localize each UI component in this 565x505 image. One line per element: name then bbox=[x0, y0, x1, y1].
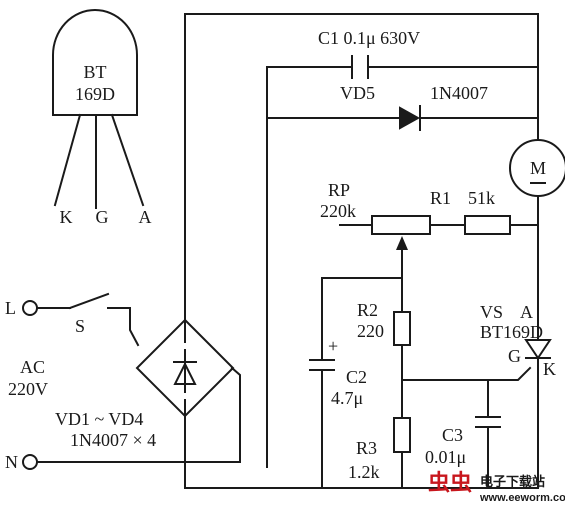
label-n: N bbox=[5, 452, 18, 472]
package-text-1: BT bbox=[83, 62, 106, 82]
pin-a-lead bbox=[110, 113, 145, 207]
label-c2: C2 bbox=[346, 367, 367, 387]
label-r3-value: 1.2k bbox=[348, 462, 380, 482]
label-vs: VS bbox=[480, 302, 503, 322]
terminal-l bbox=[22, 300, 38, 316]
terminal-n bbox=[22, 454, 38, 470]
label-c1: C1 0.1μ 630V bbox=[318, 28, 420, 48]
wire-c2-top bbox=[321, 277, 403, 361]
wire-n bbox=[37, 366, 241, 463]
label-motor: M bbox=[530, 158, 546, 178]
label-rp-value: 220k bbox=[320, 201, 356, 221]
label-vd5-part: 1N4007 bbox=[430, 83, 488, 103]
label-vs-gate: G bbox=[508, 346, 521, 366]
watermark-url: www.eeworm.com bbox=[479, 492, 565, 504]
transistor-package: BT 169D K G A bbox=[52, 9, 152, 227]
label-vs-anode: A bbox=[520, 302, 533, 322]
r3-body bbox=[393, 417, 411, 453]
label-vs-cathode: K bbox=[543, 359, 556, 379]
wire-gate bbox=[401, 366, 532, 381]
pin-g-label: G bbox=[96, 207, 109, 227]
rp-body bbox=[371, 215, 431, 235]
bridge-rectifier bbox=[135, 318, 235, 418]
package-text-2: 169D bbox=[75, 84, 115, 104]
pin-k-lead bbox=[53, 113, 82, 207]
label-rp: RP bbox=[328, 180, 350, 200]
wire-c1-left bbox=[266, 66, 353, 468]
label-vs-part: BT169D bbox=[480, 322, 543, 342]
rp-wiper-arrow bbox=[396, 236, 408, 250]
label-r2: R2 bbox=[357, 300, 378, 320]
wire-top-rail bbox=[184, 13, 539, 343]
label-r3: R3 bbox=[356, 438, 377, 458]
label-c3-value: 0.01μ bbox=[425, 447, 466, 467]
watermark: 虫虫 电子下载站 www.eeworm.com bbox=[428, 470, 565, 504]
pin-a-label: A bbox=[139, 207, 152, 227]
pin-k-label: K bbox=[60, 207, 73, 227]
watermark-logo: 虫虫 bbox=[428, 470, 472, 495]
motor-circle bbox=[509, 139, 565, 197]
label-vd5: VD5 bbox=[340, 83, 375, 103]
scr-triangle bbox=[524, 339, 552, 360]
watermark-title: 电子下载站 bbox=[480, 474, 545, 489]
label-r1: R1 bbox=[430, 188, 451, 208]
wire-switch-bridge bbox=[107, 307, 140, 347]
vd5-arrow bbox=[399, 106, 421, 130]
bridge-diode-arrow bbox=[173, 361, 197, 385]
switch-blade bbox=[68, 292, 110, 310]
bridge-diamond bbox=[135, 318, 235, 418]
label-switch: S bbox=[75, 316, 85, 336]
label-ac-voltage: 220V bbox=[8, 379, 48, 399]
wire-bottom-rail bbox=[184, 399, 539, 489]
label-c2-value: 4.7μ bbox=[331, 388, 363, 408]
r1-body bbox=[464, 215, 511, 235]
label-c2-plus: + bbox=[328, 336, 338, 356]
label-r1-value: 51k bbox=[468, 188, 495, 208]
label-bridge: VD1 ~ VD4 bbox=[55, 409, 143, 429]
label-c3: C3 bbox=[442, 425, 463, 445]
label-l: L bbox=[5, 298, 16, 318]
r2-body bbox=[393, 311, 411, 346]
scr-vs bbox=[524, 321, 552, 360]
label-r2-value: 220 bbox=[357, 321, 384, 341]
package-body bbox=[52, 9, 138, 116]
wires bbox=[37, 13, 539, 489]
label-bridge-part: 1N4007 × 4 bbox=[70, 430, 156, 450]
label-ac: AC bbox=[20, 357, 45, 377]
